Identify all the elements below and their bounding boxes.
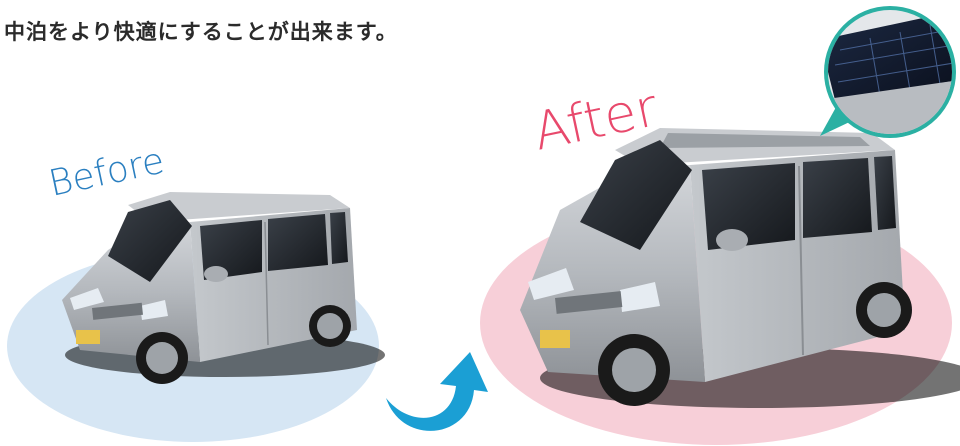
headline: 中泊をより快適にすることが出来ます。: [4, 20, 398, 44]
curved-arrow-icon: [386, 352, 488, 431]
after-car: [520, 128, 960, 408]
before-car: [62, 192, 385, 384]
before-label: Before: [45, 140, 168, 204]
solar-panel-closeup: [824, 6, 956, 138]
